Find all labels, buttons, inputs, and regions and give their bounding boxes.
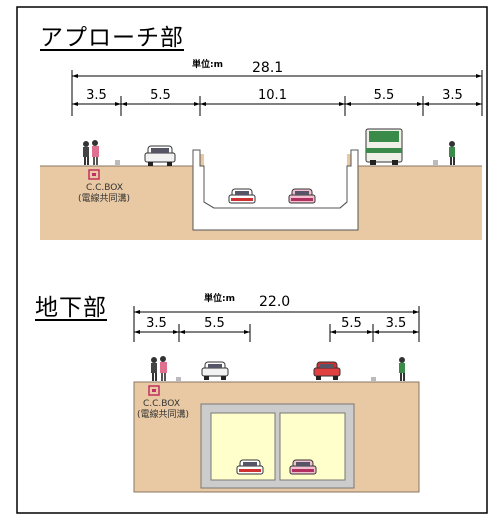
underground-ccbox-line2: (電線共同溝)	[137, 410, 190, 420]
underground-ccbox-line1: C.C.BOX	[143, 399, 180, 409]
approach-segment-4: 5.5	[373, 88, 395, 103]
underground-segment-1: 3.5	[146, 316, 167, 331]
approach-ccbox-icon	[88, 169, 100, 180]
approach-segment-3: 10.1	[258, 88, 287, 103]
approach-pedestrians-left	[83, 140, 99, 165]
underground-segment-2: 5.5	[204, 316, 225, 331]
underground-segment-4: 3.5	[385, 316, 407, 331]
underground-pedestrian-right	[399, 357, 405, 381]
underground-ccbox-icon	[148, 385, 160, 396]
approach-car-left	[144, 145, 176, 166]
approach-ground	[40, 154, 482, 240]
approach-trench-car-2	[288, 188, 316, 204]
underground-ccbox-label: C.C.BOX (電線共同溝)	[137, 399, 189, 421]
curb-left	[115, 160, 120, 166]
underground-total-width: 22.0	[259, 294, 291, 310]
underground-title: 地下部	[35, 295, 107, 321]
approach-ccbox-label: C.C.BOX (電線共同溝)	[78, 183, 130, 205]
underground-arrowheads	[134, 310, 419, 334]
curb-right	[433, 160, 438, 166]
approach-arrowheads	[72, 74, 482, 106]
approach-trench-wall	[192, 149, 359, 231]
tunnel-car-2	[289, 459, 317, 475]
approach-dimension-lines	[71, 70, 483, 116]
approach-segment-2: 5.5	[150, 88, 171, 103]
underground-segment-3: 5.5	[341, 316, 362, 331]
approach-unit-label: 単位:m	[192, 60, 223, 70]
approach-segment-5: 3.5	[442, 88, 463, 103]
tunnel-car-1	[236, 459, 264, 475]
approach-ccbox-line2: (電線共同溝)	[78, 194, 131, 204]
approach-bus	[365, 128, 403, 165]
approach-total-width: 28.1	[252, 60, 284, 76]
underground-car-right	[313, 361, 341, 380]
underground-car-left	[201, 361, 229, 380]
approach-pedestrian-right	[449, 141, 455, 165]
outer-border	[16, 6, 488, 514]
approach-trench-car-1	[228, 188, 256, 204]
underground-pedestrians-left	[151, 356, 167, 381]
approach-segment-1: 3.5	[86, 88, 107, 103]
approach-ccbox-line1: C.C.BOX	[86, 183, 123, 193]
approach-title: アプローチ部	[40, 25, 184, 51]
underground-unit-label: 単位:m	[204, 294, 235, 304]
